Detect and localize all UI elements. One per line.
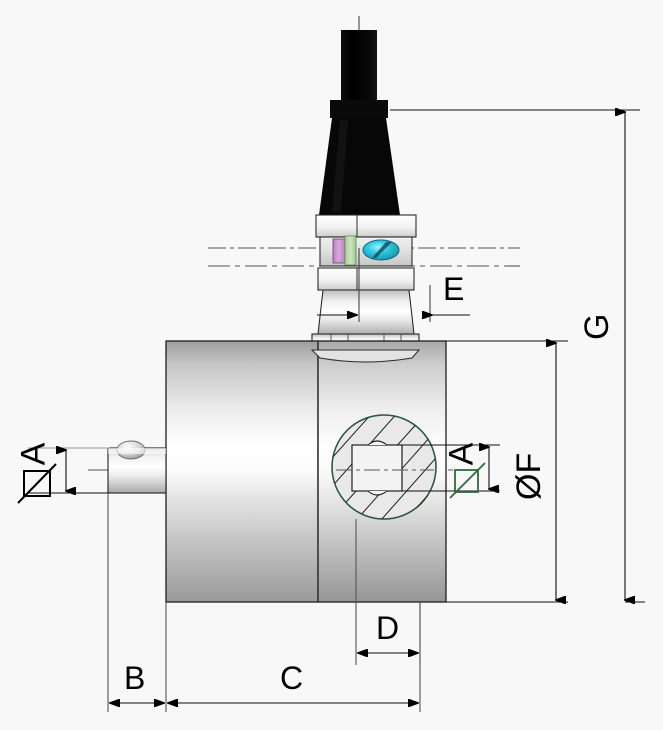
shaft-highlight [108, 448, 166, 454]
dimension-E [317, 248, 470, 322]
dimension-lines [28, 110, 645, 712]
seal-magenta [332, 238, 346, 264]
cable-strain-relief [330, 100, 388, 118]
across-flats-symbol-left [17, 463, 57, 504]
dimension-label-F: ØF [510, 452, 548, 500]
cable-boot-highlight [332, 120, 348, 212]
indicator-lens-stripe [372, 242, 392, 258]
seal-green [344, 235, 357, 266]
mounting-shaft-group [107, 440, 167, 494]
gland-shoulder [317, 289, 415, 335]
dimension-B [107, 493, 167, 712]
dimension-label-C: C [280, 660, 304, 696]
dimension-label-E: E [443, 271, 465, 307]
dimension-C [166, 602, 421, 712]
cable-assembly [319, 30, 400, 215]
gland-body-fillet [310, 349, 421, 363]
dimension-A-right [402, 445, 500, 491]
mounting-shaft [107, 447, 167, 494]
connector-flange [315, 214, 417, 238]
square-bore [351, 444, 403, 492]
bore-keyway-bottom [367, 490, 388, 496]
dimension-label-A-right: A [442, 442, 481, 466]
hollow-shaft-section [331, 414, 437, 520]
cable-boot [319, 118, 400, 215]
cable [341, 30, 377, 105]
dimension-label-G: G [578, 313, 616, 340]
connector-assembly [311, 214, 420, 351]
across-flats-symbol-right [449, 462, 486, 499]
dimension-F [446, 341, 568, 602]
dimension-G [390, 110, 645, 602]
encoder-body-rear [165, 340, 319, 603]
gland-nut [317, 267, 415, 291]
dimension-A-left [28, 448, 110, 493]
dimension-label-B: B [124, 660, 146, 696]
dimension-label-A-left: A [14, 442, 53, 466]
bore-keyway-top [367, 440, 388, 446]
dimension-label-D: D [376, 610, 400, 646]
